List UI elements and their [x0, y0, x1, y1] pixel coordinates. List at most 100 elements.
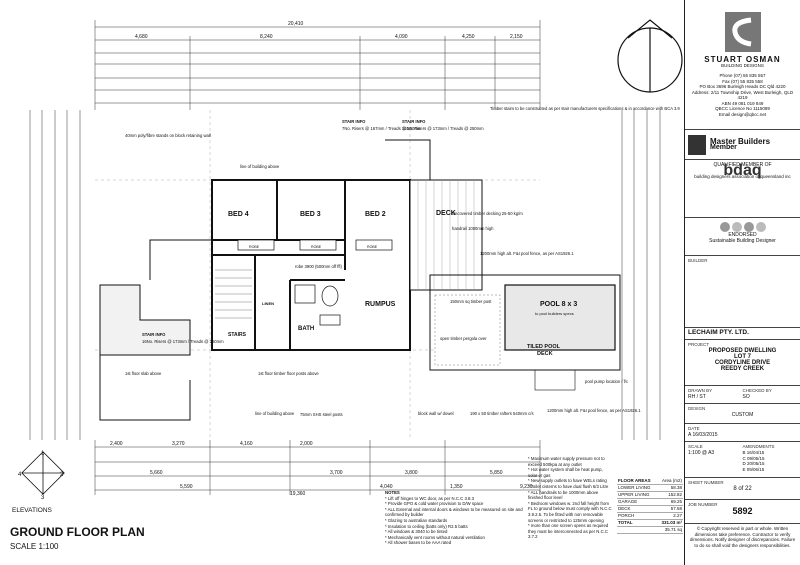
- copyright-text: © Copyright reserved in part or whole. W…: [689, 526, 796, 548]
- timber-post-note: 150mm sq timber post: [450, 299, 492, 304]
- contact-line: QBCC Licence No 1115089: [715, 106, 770, 111]
- robe-note: robe 3900 (500mm off ffl): [295, 264, 342, 269]
- first-floor-slab-note: 1st floor slab above: [125, 371, 162, 376]
- elevations-label: ELEVATIONS: [12, 507, 52, 514]
- dim-bottom-5: 5,590: [180, 484, 193, 490]
- date-label: DATE: [688, 426, 700, 431]
- title-block: STUART OSMAN BUILDING DESIGNS Phone (07)…: [684, 0, 800, 565]
- glass-fence-note: 1200mm high alt. F&I pool fence, as per …: [480, 251, 574, 256]
- area-value: 2.27: [656, 512, 683, 520]
- pool-area: [429, 274, 621, 391]
- drawn-value: RH / ST: [688, 394, 706, 400]
- dim-bottom-6: 4,040: [380, 484, 393, 490]
- room-rumpus: RUMPUS: [365, 301, 396, 308]
- timber-rafters-note: 190 x 50 timber rafters 540mm c/s: [470, 411, 534, 416]
- drawn-label: DRAWN BY: [688, 388, 713, 393]
- contact-line: PO Box 3696 Burleigh Heads DC Qld 4220: [699, 84, 786, 89]
- builder-name: LECHAIM PTY. LTD.: [688, 329, 749, 336]
- first-floor-posts-note: 1st floor timber floor posts above: [258, 371, 319, 376]
- dimension-text: 20,410 4,680 8,240 4,090 4,250 2,150 19,…: [110, 21, 533, 497]
- elev-1: 1: [41, 451, 45, 457]
- fence-1200-note: 1200mm high alt. F&I pool fence, as per …: [547, 408, 641, 413]
- endorsed-text: ENDORSED: [728, 232, 757, 238]
- note-item: * Mechanically vent rooms without natura…: [385, 534, 485, 540]
- scale-value: 1:100 @ A3: [688, 450, 715, 456]
- dim-top-2: 8,240: [260, 34, 273, 40]
- dim-bottom-7: 1,350: [450, 484, 463, 490]
- floor-areas-heading: FLOOR AREAS: [617, 478, 657, 485]
- area-squares: 35.71 sq: [656, 526, 683, 534]
- date-value: A 16/03/2015: [688, 432, 718, 438]
- note-item: * ALL handrails to be 1000mm above finis…: [528, 489, 599, 501]
- amendments-label: AMENDMENTS: [742, 444, 775, 449]
- block-wall-note: block wall w/ dowel: [418, 411, 454, 416]
- company-name: STUART OSMAN: [704, 55, 781, 64]
- note-item: * Lift off hinges to WC door, as per N.C…: [385, 495, 475, 501]
- area-value: 152.82: [656, 491, 683, 499]
- master-builders-text: Master Builders: [710, 136, 771, 146]
- dim-bottom-row3-3: 4,160: [240, 441, 253, 447]
- sustainable-text: Sustainable Building Designer: [709, 238, 776, 244]
- area-name: PORCH: [617, 512, 657, 520]
- project-address-2: REEDY CREEK: [720, 366, 765, 372]
- builder-name-section: LECHAIM PTY. LTD.: [685, 328, 800, 340]
- job-value: 5892: [732, 506, 753, 516]
- member-text: Member: [710, 143, 737, 151]
- area-name: TOTAL: [617, 519, 657, 527]
- open-timber-note: open timber pergola over: [440, 336, 487, 341]
- bdaq-section: QUALIFIED MEMBER OF bdaq building design…: [685, 160, 800, 218]
- area-name: UPPER LIVING: [617, 491, 657, 499]
- elev-4: 4: [18, 472, 22, 478]
- master-builders-section: Master Builders Member: [685, 130, 800, 160]
- company-contact: Phone (07) 55 835 557 Fax (07) 55 835 55…: [688, 73, 797, 117]
- floor-areas-unit: Area (m2): [656, 478, 683, 485]
- amendment: B 16/04/15: [742, 450, 765, 455]
- room-bed3: BED 3: [300, 211, 321, 218]
- dim-top-overall: 20,410: [288, 21, 304, 27]
- master-builders-logo-icon: [688, 134, 706, 155]
- dim-bottom-1: 5,660: [150, 470, 163, 476]
- pool-pump-note: pool pump location / f/c: [585, 379, 628, 384]
- stairs-treads: [215, 269, 252, 319]
- sustainable-section: ENDORSED Sustainable Building Designer: [685, 218, 800, 256]
- handrail-note: handrail 1000mm high: [452, 226, 494, 231]
- room-labels: BED 4 BED 3 BED 2 DECK RUMPUS POOL 8 x 3…: [228, 210, 577, 357]
- note-item: * Bedroom windows w. 2nd fall height fro…: [528, 500, 612, 523]
- uncovered-decking-note: Uncovered timber decking 25-50 kg/m: [452, 211, 523, 216]
- contact-line: ABN 49 081 019 849: [721, 100, 764, 106]
- job-label: JOB NUMBER: [688, 502, 718, 507]
- dim-bottom-4: 5,850: [490, 470, 503, 476]
- design-value: CUSTOM: [731, 412, 754, 418]
- amendment: C 09/05/15: [742, 455, 765, 461]
- scale-label: SCALE: [688, 444, 703, 449]
- sheet-value: 8 of 22: [733, 486, 752, 492]
- deck-area: [385, 139, 483, 291]
- area-name: LOWER LIVING: [617, 484, 657, 492]
- note-item: * more than one screen opens as required…: [528, 523, 609, 540]
- notes-block-2: * Maximum water supply pressure not to e…: [528, 456, 613, 540]
- note-item: * Glazing to australian standards: [385, 517, 448, 523]
- dim-top-1: 4,680: [135, 34, 148, 40]
- dim-bottom-8: 9,230: [520, 484, 533, 490]
- stair-info-3-text: 16No. Risers @ 173mm / Treads @ 250mm: [402, 126, 484, 131]
- elev-3: 3: [41, 495, 45, 501]
- robe-label-2: ROBE: [311, 245, 322, 249]
- project-name: PROPOSED DWELLING: [708, 348, 777, 354]
- project-label: PROJECT: [688, 342, 710, 347]
- notes-heading: NOTES: [385, 490, 400, 495]
- floor-plan-drawing: 1 2 3 4 BED 4 BED 3 BED 2 DECK RUMPUS PO…: [18, 19, 683, 501]
- sustainable-logo-icon: [688, 222, 797, 232]
- dim-bottom-row3-2: 3,270: [172, 441, 185, 447]
- note-item: * Provide GPO & cold water provision to …: [385, 501, 484, 507]
- dim-bottom-2: 3,700: [330, 470, 343, 476]
- note-item: * Toilet cisterns to have dual flush 6/3…: [528, 483, 609, 489]
- company-logo-icon: [724, 12, 761, 52]
- area-value: 69.25: [656, 498, 683, 506]
- bdaq-sub: building designers association of queens…: [694, 174, 791, 179]
- pool-sub: to pool builders specs: [535, 311, 574, 316]
- design-label: DESIGN: [688, 406, 706, 411]
- north-arrow-icon: [617, 19, 683, 93]
